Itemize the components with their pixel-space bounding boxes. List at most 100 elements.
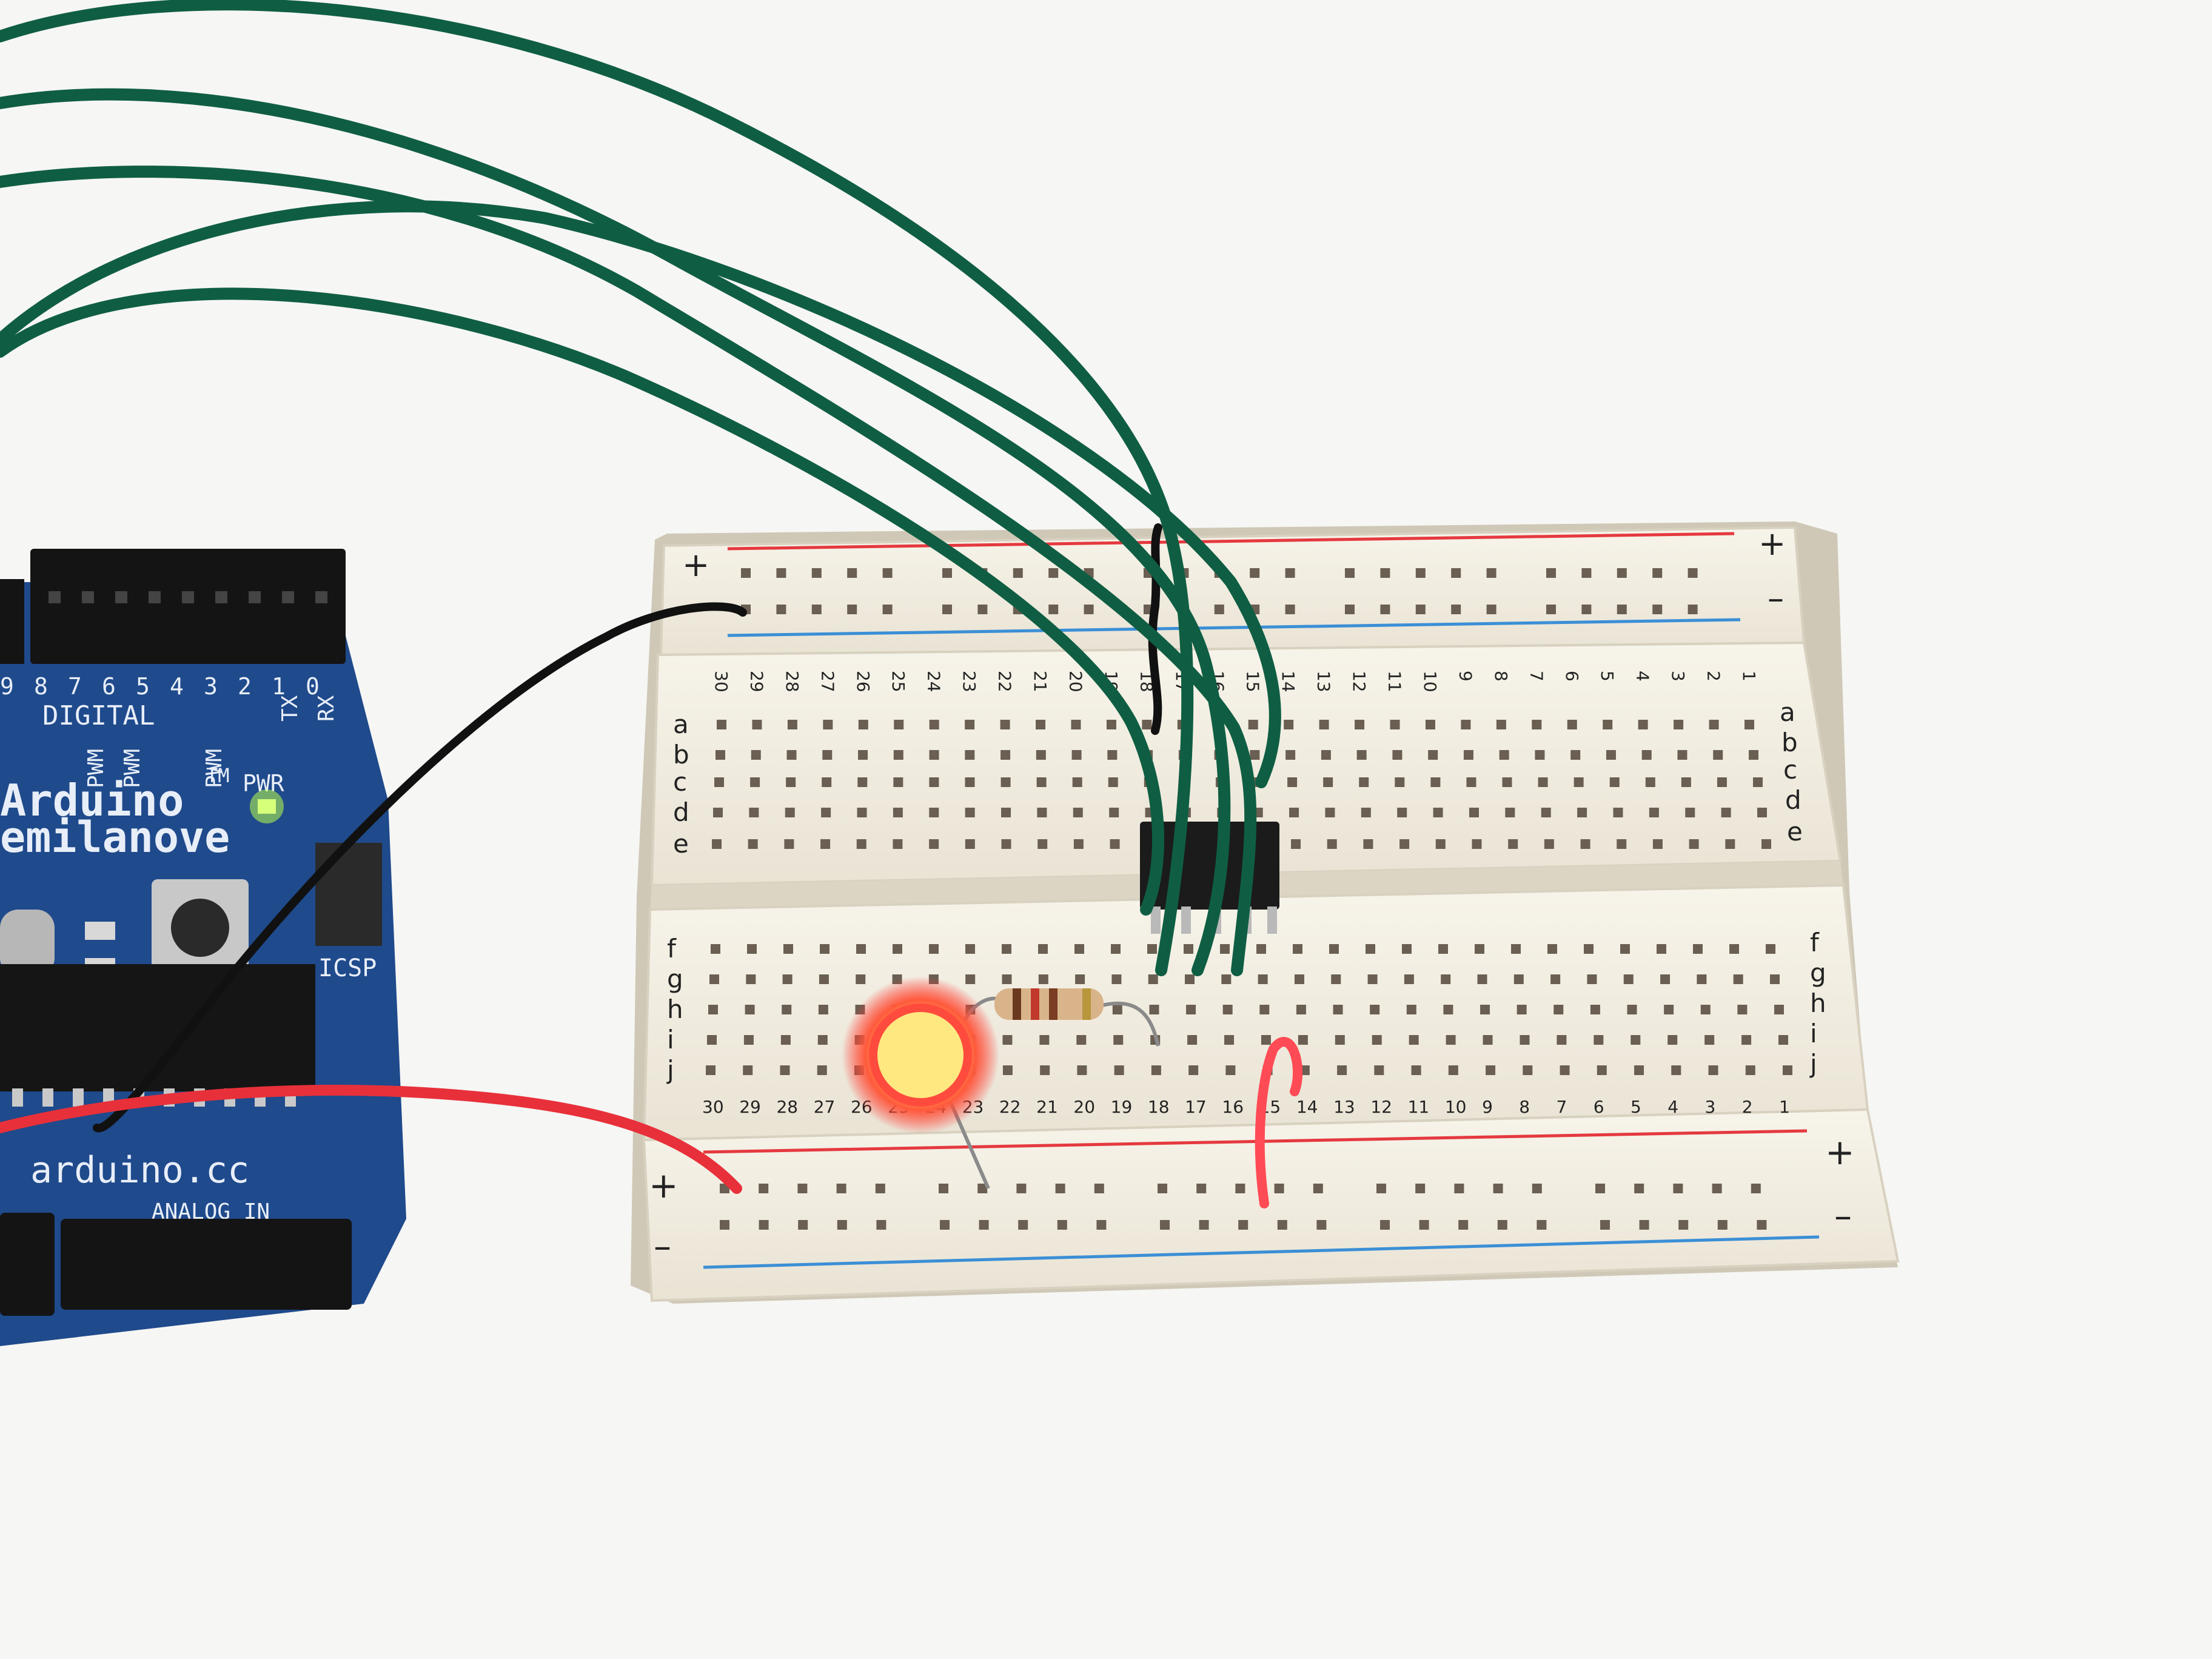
reset-button-cap[interactable]	[171, 899, 229, 957]
bottom-rail-plus-left: +	[649, 1165, 679, 1206]
rail-hole	[1678, 1220, 1689, 1230]
breadboard-hole	[1370, 1005, 1380, 1014]
breadboard-hole	[1480, 1005, 1490, 1014]
breadboard-hole	[817, 1035, 828, 1045]
breadboard-hole	[965, 750, 975, 760]
breadboard-hole	[929, 839, 939, 849]
pin-number: 9	[0, 673, 14, 700]
row-letter-right: c	[1783, 755, 1797, 785]
breadboard-hole	[1112, 1005, 1122, 1014]
row-letter-left: b	[673, 740, 689, 769]
breadboard-hole	[1638, 720, 1648, 729]
pin-number: 0	[306, 673, 320, 700]
rail-hole	[1196, 1184, 1207, 1193]
ic-pin	[1151, 907, 1161, 934]
row-letter-right: h	[1810, 988, 1826, 1018]
bottom-power-rail	[642, 1108, 1900, 1302]
breadboard-hole	[1077, 1065, 1087, 1075]
rail-hole	[1235, 1184, 1245, 1193]
column-number-top: 12	[1349, 671, 1369, 692]
breadboard-hole	[707, 1035, 717, 1045]
column-number-top: 8	[1491, 671, 1511, 682]
breadboard-hole	[1461, 720, 1471, 729]
breadboard-hole	[1441, 974, 1451, 984]
breadboard-hole	[894, 720, 904, 729]
breadboard-hole	[1443, 1005, 1453, 1014]
breadboard-hole	[1425, 720, 1435, 729]
breadboard-hole	[745, 1005, 755, 1014]
breadboard-hole	[1327, 839, 1337, 849]
breadboard-hole	[714, 777, 724, 787]
breadboard-hole	[1333, 1005, 1343, 1014]
rail-hole	[1415, 1184, 1426, 1193]
website-label: arduino.cc	[30, 1149, 249, 1191]
header-hole	[315, 591, 327, 603]
breadboard-hole	[929, 944, 939, 954]
breadboard-hole	[1761, 839, 1771, 849]
breadboard-hole	[1071, 750, 1082, 760]
resistor-band-2	[1031, 988, 1039, 1020]
column-number-top: 13	[1314, 671, 1334, 692]
breadboard-hole	[1463, 750, 1473, 760]
rail-hole	[1285, 568, 1295, 578]
column-number-top: 30	[711, 671, 731, 692]
column-number-bottom: 6	[1594, 1097, 1604, 1117]
breadboard-hole	[1111, 944, 1121, 954]
breadboard-hole	[712, 839, 722, 849]
breadboard-hole	[1187, 1035, 1198, 1045]
rail-hole	[1094, 1184, 1104, 1193]
column-number-bottom: 13	[1333, 1097, 1355, 1117]
green-wire-3	[0, 166, 1257, 976]
column-number-bottom: 22	[999, 1097, 1021, 1117]
row-letter-left: d	[673, 797, 689, 827]
breadboard-hole	[1404, 974, 1414, 984]
breadboard-hole	[1074, 944, 1084, 954]
breadboard-hole	[1664, 1005, 1674, 1014]
rail-hole	[1451, 605, 1461, 614]
column-number-bottom: 17	[1185, 1097, 1207, 1117]
breadboard-hole	[1594, 1035, 1604, 1045]
rail-hole	[1285, 605, 1295, 614]
rail-hole	[776, 568, 786, 578]
breadboard-hole	[1039, 1035, 1050, 1045]
column-number-bottom: 21	[1036, 1097, 1058, 1117]
breadboard-hole	[819, 974, 829, 984]
top-rail-blue-line	[727, 618, 1741, 637]
breadboard-hole	[1783, 1065, 1792, 1075]
breadboard-hole	[929, 720, 939, 729]
pin-number: 5	[136, 673, 150, 700]
breadboard-hole	[1221, 974, 1232, 984]
row-letter-left: h	[667, 994, 683, 1024]
row-letter-left: i	[667, 1025, 674, 1054]
breadboard-hole	[1623, 974, 1634, 984]
breadboard-hole	[1073, 808, 1083, 817]
breadboard-hole	[1544, 839, 1554, 849]
breadboard-hole	[1001, 839, 1011, 849]
breadboard-hole	[1774, 1005, 1784, 1014]
breadboard-hole	[1483, 1035, 1493, 1045]
breadboard-hole	[1502, 777, 1512, 787]
breadboard-hole	[1580, 839, 1590, 849]
column-number-bottom: 30	[702, 1097, 724, 1117]
breadboard-hole	[1681, 777, 1691, 787]
column-number-top: 26	[853, 671, 873, 692]
breadboard-hole	[1186, 1005, 1196, 1014]
rail-hole	[836, 1184, 846, 1193]
column-number-top: 1	[1739, 671, 1759, 682]
column-number-bottom: 8	[1519, 1097, 1530, 1117]
breadboard-hole	[1448, 1065, 1458, 1075]
row-letter-left: g	[667, 964, 683, 994]
breadboard-hole	[749, 808, 759, 817]
rail-hole	[1214, 605, 1224, 614]
rail-hole	[1751, 1184, 1761, 1193]
breadboard-hole	[1335, 1035, 1345, 1045]
breadboard-hole	[1693, 944, 1703, 954]
header-hole	[282, 591, 294, 603]
rail-hole	[1084, 605, 1094, 614]
rail-hole	[837, 1220, 847, 1230]
breadboard-hole	[1553, 1005, 1564, 1014]
pin-number: 6	[102, 673, 116, 700]
rail-hole	[1238, 1220, 1248, 1230]
breadboard-hole	[709, 974, 719, 984]
